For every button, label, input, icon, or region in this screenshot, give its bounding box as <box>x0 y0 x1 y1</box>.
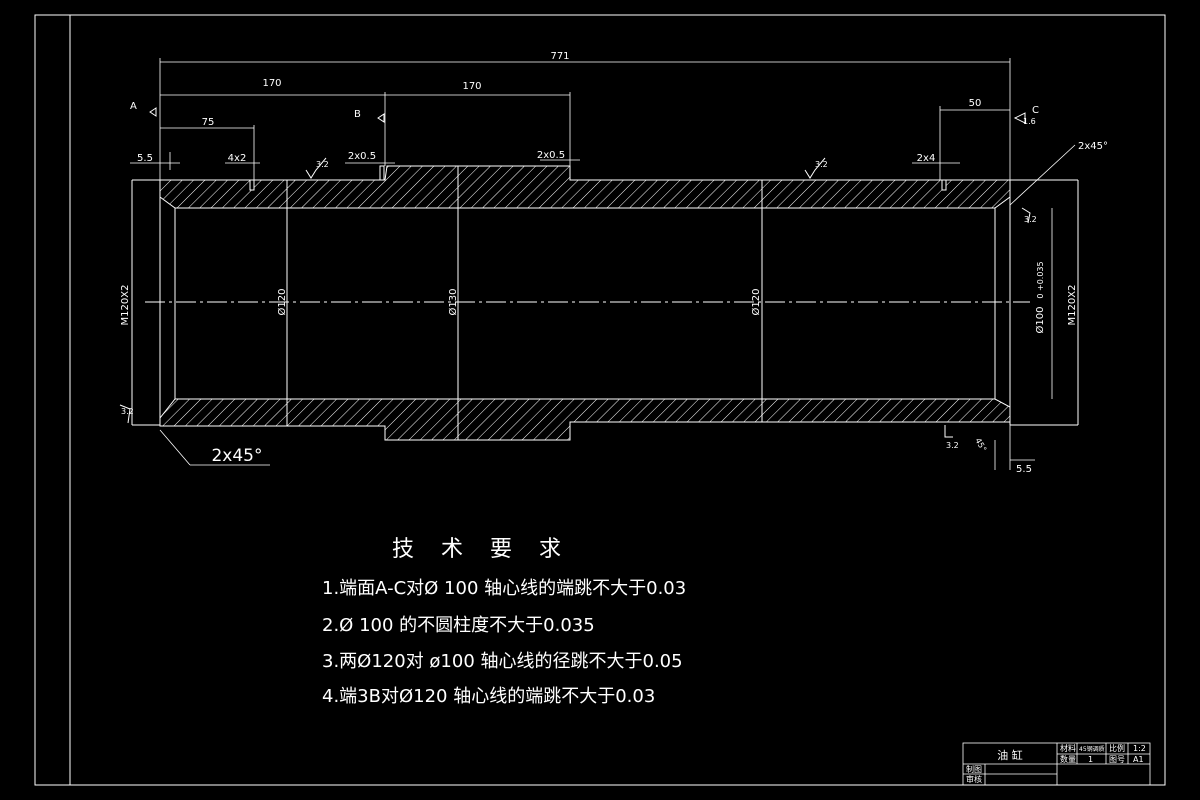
part-name: 油 缸 <box>997 748 1023 762</box>
dim-right55: 5.5 <box>1016 464 1032 475</box>
dim-left75: 75 <box>202 117 215 128</box>
roughness-3: 3.2 <box>1024 215 1037 224</box>
dim-seg2: 170 <box>462 81 481 92</box>
datum-c: C <box>1032 105 1039 116</box>
roughness-symbols <box>119 107 1031 438</box>
roughness-2: 3.2 <box>815 160 828 169</box>
roughness-1: 3.2 <box>316 160 329 169</box>
requirement-2: 2.Ø 100 的不圆柱度不大于0.035 <box>322 615 595 636</box>
requirements-title: 技 术 要 求 <box>392 537 571 562</box>
sheet-value: A1 <box>1133 755 1144 764</box>
diameter-2-label: Ø130 <box>447 289 459 316</box>
material-value: 45钢调质 <box>1079 745 1105 753</box>
sheet-label: 图号 <box>1109 755 1125 764</box>
dim-groove4: 2x4 <box>917 153 936 164</box>
requirement-3: 3.两Ø120对 ø100 轴心线的径跳不大于0.05 <box>322 651 683 672</box>
bore-tolerance: 0 +0.035 <box>1036 261 1045 298</box>
dim-left55: 5.5 <box>137 153 153 164</box>
diameter-3-label: Ø120 <box>750 289 762 316</box>
dim-right50: 50 <box>969 98 982 109</box>
bore-label: Ø100 <box>1034 307 1046 334</box>
dim-seg1: 170 <box>262 78 281 89</box>
scale-label: 比例 <box>1109 743 1125 753</box>
thread-right-label: M120X2 <box>1067 285 1078 326</box>
thread-left-label: M120X2 <box>120 285 131 326</box>
dim-groove1: 4x2 <box>228 153 247 164</box>
diameter-1-label: Ø120 <box>276 289 288 316</box>
title-block <box>962 742 1151 786</box>
dim-overall: 771 <box>550 51 569 62</box>
dimension-lines <box>130 58 1076 470</box>
datum-b: B <box>354 109 361 120</box>
scale-value: 1:2 <box>1133 744 1146 753</box>
part-section <box>131 165 1079 441</box>
roughness-6: 3.2 <box>946 441 959 450</box>
designer-label: 制图 <box>966 764 982 774</box>
dim-angle: 45° <box>973 437 988 454</box>
roughness-4: 3.2 <box>121 407 134 416</box>
checker-label: 审核 <box>966 774 982 784</box>
datum-a: A <box>130 101 137 112</box>
material-label: 材料 <box>1060 743 1076 753</box>
dim-chamfer-top: 2x45° <box>1078 141 1108 152</box>
dim-groove3: 2x0.5 <box>537 150 565 161</box>
dim-groove2: 2x0.5 <box>348 151 376 162</box>
requirement-4: 4.端3B对Ø120 轴心线的端跳不大于0.03 <box>322 686 655 707</box>
qty-value: 1 <box>1088 755 1093 764</box>
qty-label: 数量 <box>1060 754 1076 764</box>
roughness-5: 1.6 <box>1023 117 1036 126</box>
requirement-1: 1.端面A-C对Ø 100 轴心线的端跳不大于0.03 <box>322 578 686 599</box>
dim-chamfer-bottom: 2x45° <box>211 446 262 466</box>
inner-border <box>69 14 1166 786</box>
